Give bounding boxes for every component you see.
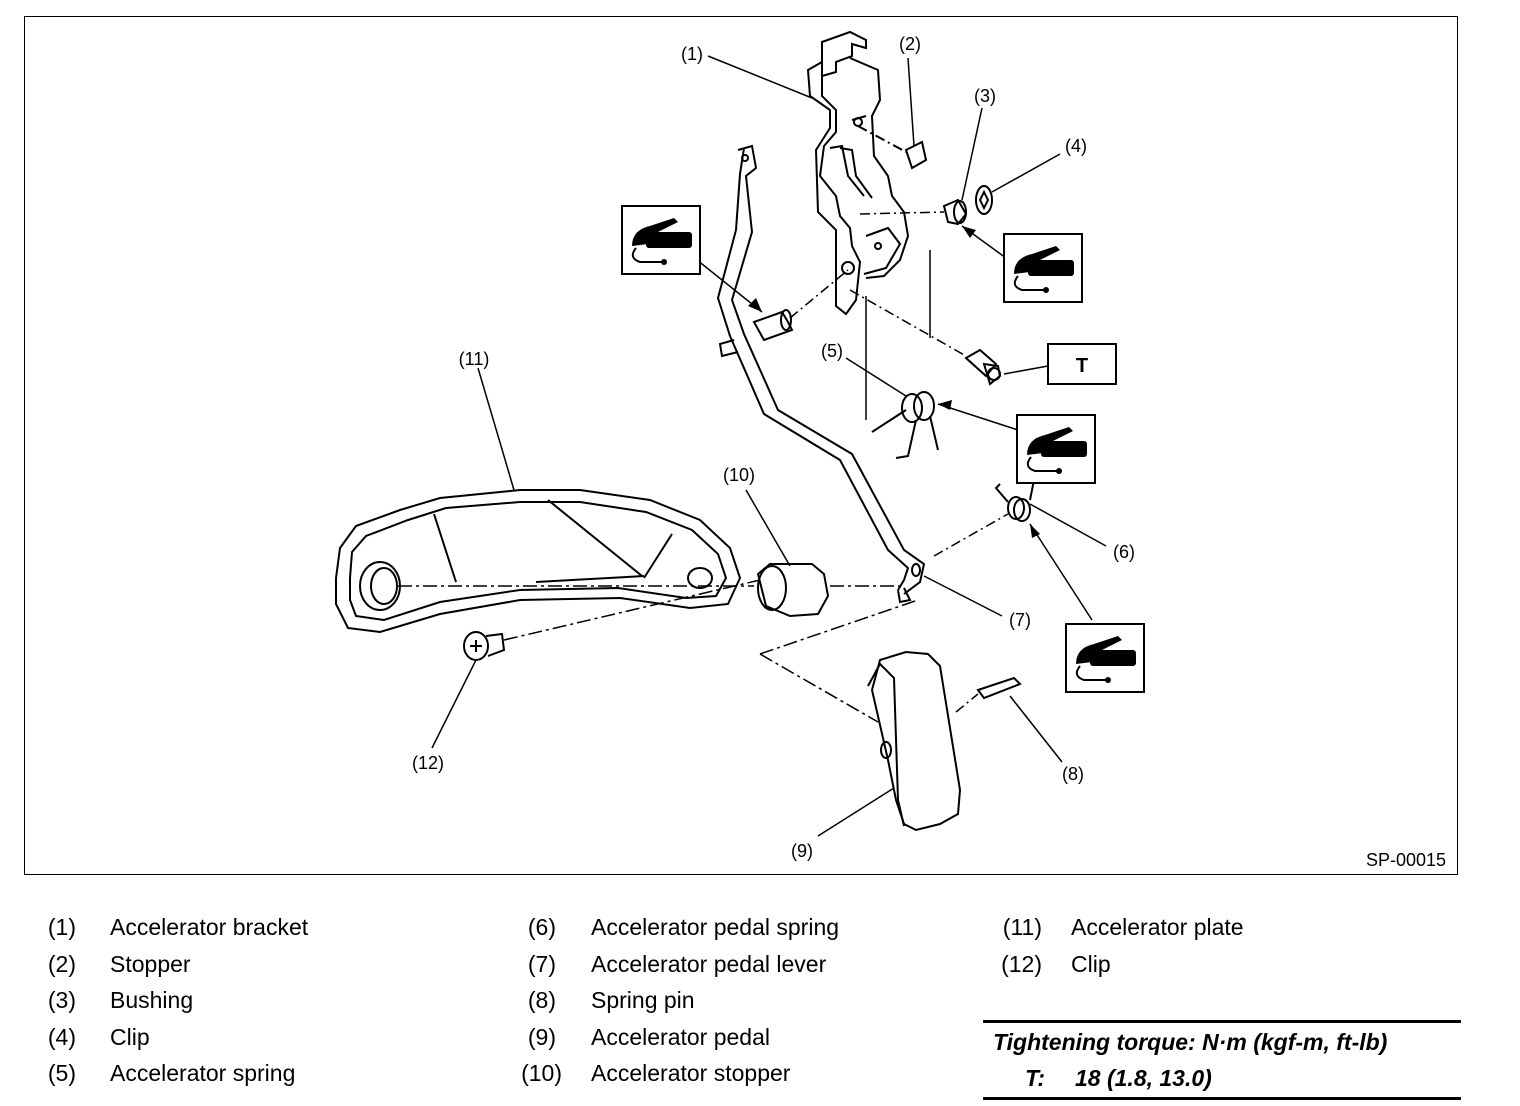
legend-number: (5) [47, 1060, 76, 1086]
accelerator-bracket [806, 30, 910, 316]
bushing [942, 198, 968, 226]
legend-label: Bushing [110, 987, 194, 1013]
legend-label: Accelerator spring [110, 1060, 296, 1086]
figure-code: SP-00015 [1366, 850, 1446, 870]
legend-label: Accelerator pedal spring [591, 914, 840, 940]
grease-icon [1003, 233, 1083, 303]
bolt [964, 348, 1002, 386]
grease-icon [1065, 623, 1145, 693]
torque-spec: Tightening torque: N·m (kgf-m, ft-lb) T:… [983, 1020, 1461, 1100]
legend-label: Accelerator pedal [591, 1024, 770, 1050]
callout-3: (3) [974, 86, 996, 106]
torque-value: 18 (1.8, 13.0) [1075, 1065, 1212, 1091]
grease-icon [621, 205, 701, 275]
grease-icon [1016, 414, 1096, 484]
legend-number: (8) [527, 987, 556, 1013]
arrowheads [748, 226, 1040, 538]
accelerator-pedal-spring [994, 477, 1041, 522]
legend-number: (2) [47, 951, 76, 977]
torque-tag: T [1047, 343, 1117, 385]
torque-title: Tightening torque: N·m (kgf-m, ft-lb) [993, 1029, 1388, 1055]
callout-8: (8) [1062, 764, 1084, 784]
callout-5: (5) [821, 341, 843, 361]
callout-10: (10) [723, 465, 755, 485]
legend-label: Spring pin [591, 987, 695, 1013]
legend-number: (1) [47, 914, 76, 940]
legend-number: (4) [47, 1024, 76, 1050]
legend-number: (10) [521, 1060, 562, 1086]
legend-label: Accelerator bracket [110, 914, 309, 940]
legend-label: Clip [110, 1024, 150, 1050]
callout-1: (1) [681, 44, 703, 64]
accelerator-pedal-lever [716, 144, 926, 604]
legend-label: Accelerator plate [1071, 914, 1244, 940]
callout-2: (2) [899, 34, 921, 54]
legend-label: Accelerator stopper [591, 1060, 791, 1086]
exploded-diagram: T (1) (2) (3) (4) (5) (6) (7) (8) (9) (1… [335, 30, 1446, 870]
legend-label: Clip [1071, 951, 1111, 977]
callout-6: (6) [1113, 542, 1135, 562]
legend-number: (12) [1001, 951, 1042, 977]
legend-number: (3) [47, 987, 76, 1013]
callout-4: (4) [1065, 136, 1087, 156]
legend-label: Accelerator pedal lever [591, 951, 827, 977]
clip-12 [463, 631, 506, 661]
accelerator-spring [871, 391, 939, 459]
clip-4 [975, 185, 993, 215]
callout-11: (11) [459, 349, 490, 369]
leader-lines [431, 55, 1107, 837]
spring-pin [976, 676, 1022, 700]
legend-number: (11) [1002, 914, 1042, 940]
legend-number: (6) [527, 914, 556, 940]
callout-9: (9) [791, 841, 813, 861]
accelerator-stopper [756, 563, 830, 618]
legend-label: Stopper [110, 951, 191, 977]
legend-number: (9) [527, 1024, 556, 1050]
legend-number: (7) [527, 951, 556, 977]
torque-key: T: [1025, 1065, 1046, 1091]
accelerator-plate [335, 489, 742, 634]
figure-frame [24, 16, 1458, 875]
accelerator-pedal [867, 650, 962, 832]
torque-tag-label: T [1076, 355, 1088, 377]
stopper [857, 125, 928, 170]
callout-12: (12) [412, 753, 444, 773]
callout-7: (7) [1009, 610, 1031, 630]
